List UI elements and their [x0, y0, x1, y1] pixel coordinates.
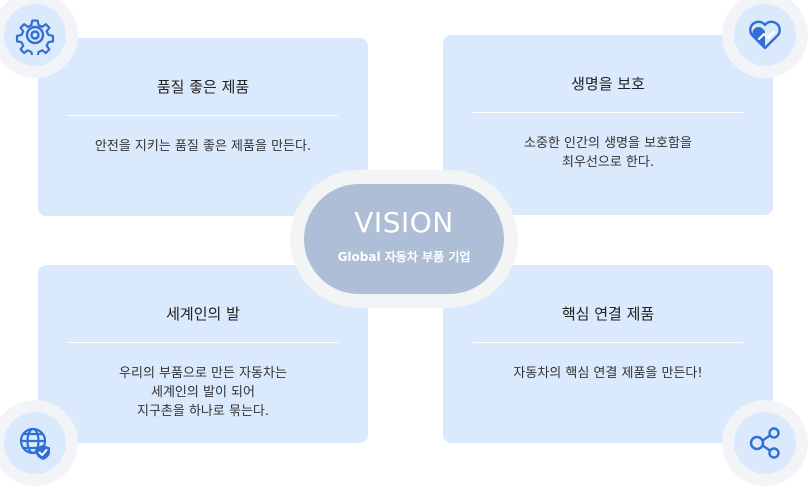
card-description: 자동차의 핵심 연결 제품을 만든다!	[443, 364, 773, 383]
divider	[68, 342, 338, 343]
card-title: 품질 좋은 제품	[156, 78, 250, 96]
vision-subtitle: Global 자동차 부품 기업	[337, 250, 471, 264]
card-world-feet: 세계인의 발 우리의 부품으로 만든 자동차는 세계인의 발이 되어 지구촌을 …	[38, 265, 368, 443]
card-description: 안전을 지키는 품질 좋은 제품을 만든다.	[38, 137, 368, 156]
card-title: 세계인의 발	[166, 305, 240, 323]
card-description-line: 소중한 인간의 생명을 보호함을	[524, 136, 692, 151]
card-description: 소중한 인간의 생명을 보호함을 최우선으로 한다.	[443, 134, 773, 172]
card-description-line: 지구촌을 하나로 묶는다.	[137, 404, 269, 419]
divider	[473, 112, 743, 113]
divider	[68, 115, 338, 116]
card-description-line: 안전을 지키는 품질 좋은 제품을 만든다.	[94, 139, 312, 154]
card-protect-life: 생명을 보호 소중한 인간의 생명을 보호함을 최우선으로 한다.	[443, 35, 773, 215]
card-description-line: 우리의 부품으로 만든 자동차는	[119, 366, 287, 381]
icon-badge-life	[722, 0, 808, 78]
card-description-line: 세계인의 발이 되어	[151, 385, 255, 400]
icon-badge-quality	[0, 0, 78, 78]
card-description-line: 자동차의 핵심 연결 제품을 만든다!	[513, 366, 703, 381]
gear-icon	[15, 19, 55, 55]
vision-title: VISION	[354, 206, 454, 239]
icon-badge-world	[0, 400, 78, 486]
card-title: 생명을 보호	[571, 75, 645, 93]
icon-badge-connection	[722, 400, 808, 486]
card-title: 핵심 연결 제품	[561, 305, 655, 323]
share-nodes-icon	[749, 427, 780, 459]
globe-check-icon	[19, 427, 50, 460]
card-description: 우리의 부품으로 만든 자동차는 세계인의 발이 되어 지구촌을 하나로 묶는다…	[38, 364, 368, 421]
heart-icon	[749, 20, 781, 50]
card-quality: 품질 좋은 제품 안전을 지키는 품질 좋은 제품을 만든다.	[38, 38, 368, 216]
card-description-line: 최우선으로 한다.	[562, 155, 654, 170]
card-core-connection: 핵심 연결 제품 자동차의 핵심 연결 제품을 만든다!	[443, 265, 773, 443]
divider	[473, 342, 743, 343]
vision-pill: VISION Global 자동차 부품 기업	[304, 184, 504, 294]
vision-ring: VISION Global 자동차 부품 기업	[290, 170, 518, 308]
